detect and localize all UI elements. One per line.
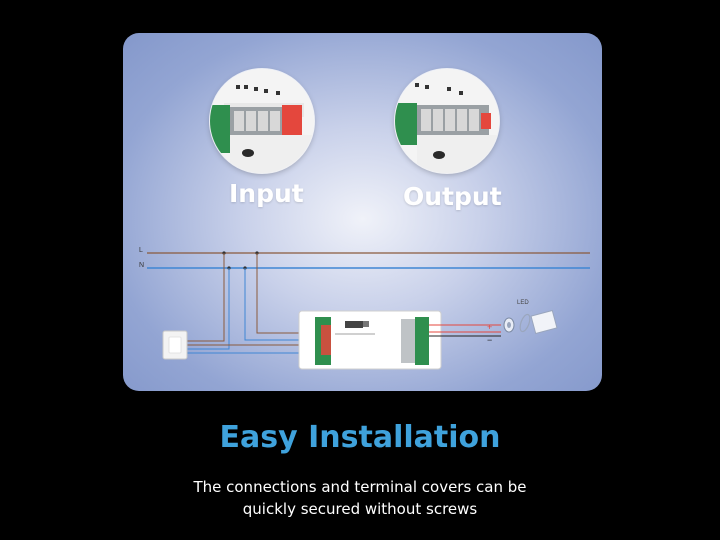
caption-line-2: quickly secured without screws — [242, 500, 478, 518]
input-terminal-zoom — [210, 69, 314, 173]
live-line-label: L — [139, 247, 143, 254]
wiring-diagram: + − — [147, 251, 590, 370]
neutral-line-label: N — [139, 262, 145, 269]
led-label: LED — [517, 300, 529, 306]
wall-switch — [162, 330, 188, 360]
page-heading: Easy Installation — [219, 420, 501, 455]
output-label: Output — [403, 182, 502, 211]
caption-line-1: The connections and terminal covers can … — [193, 478, 527, 496]
led-driver — [298, 310, 442, 370]
input-terminal-illustration — [210, 69, 314, 173]
polarity-minus-label: − — [487, 335, 492, 345]
caption: The connections and terminal covers can … — [0, 476, 720, 520]
installation-diagram-panel: Input Output — [123, 33, 602, 391]
output-terminal-zoom — [395, 69, 499, 173]
polarity-plus-label: + — [487, 322, 492, 332]
led-lamp-icon — [503, 309, 558, 335]
input-label: Input — [229, 179, 304, 208]
output-terminal-illustration — [395, 69, 499, 173]
